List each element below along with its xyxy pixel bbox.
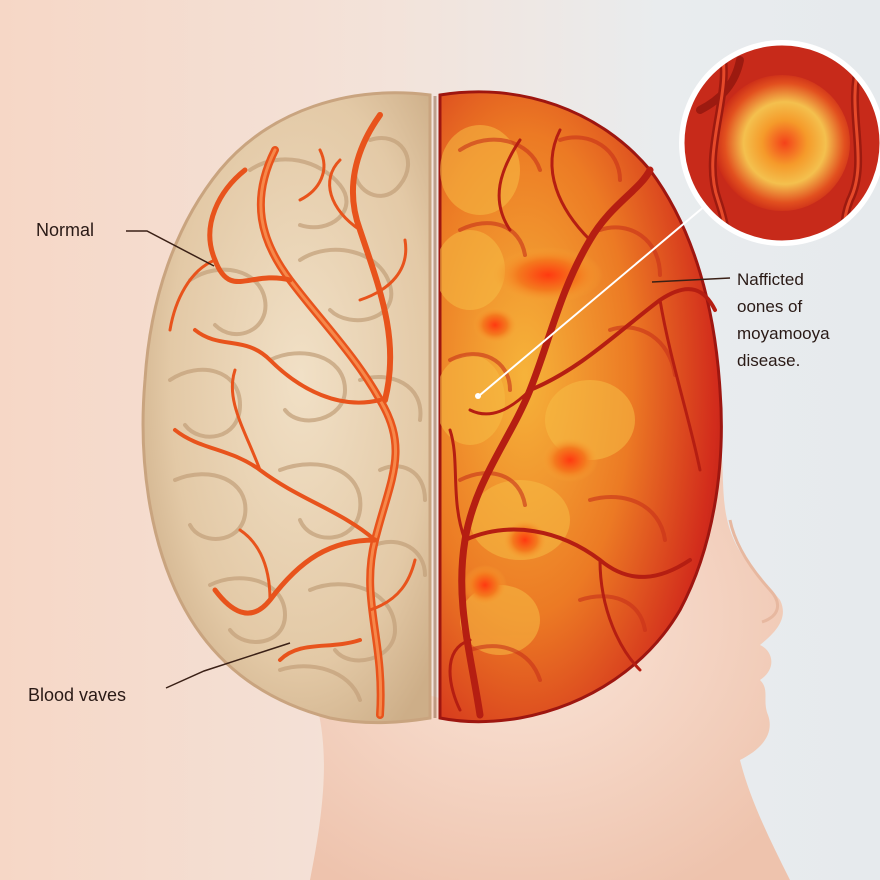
normal-label: Normal: [36, 220, 95, 240]
head-silhouette: [300, 440, 790, 880]
affected-hemisphere: [438, 90, 723, 724]
affected-label-line: Nafficted: [737, 270, 804, 289]
affected-label-line: oones of: [737, 297, 803, 316]
normal-callout-line: [126, 230, 215, 267]
affected-label-line: disease.: [737, 351, 801, 370]
zoom-pointer-line: [479, 199, 713, 396]
zoom-inset: [679, 40, 880, 246]
callout-lines: [126, 230, 731, 689]
normal-hemisphere: [141, 91, 432, 725]
normal-vessels: [168, 112, 417, 719]
affected-label-line: moyamooya: [737, 324, 830, 343]
affected-areas-label: Nafficted oones of moyamooya disease.: [737, 266, 830, 374]
affected-hotspot: [493, 247, 603, 303]
affected-vessels: [448, 128, 717, 719]
blood-vessels-label: Blood vaves: [28, 685, 127, 705]
affected-callout-line: [651, 277, 731, 283]
blood-vessels-callout-line: [165, 642, 291, 689]
